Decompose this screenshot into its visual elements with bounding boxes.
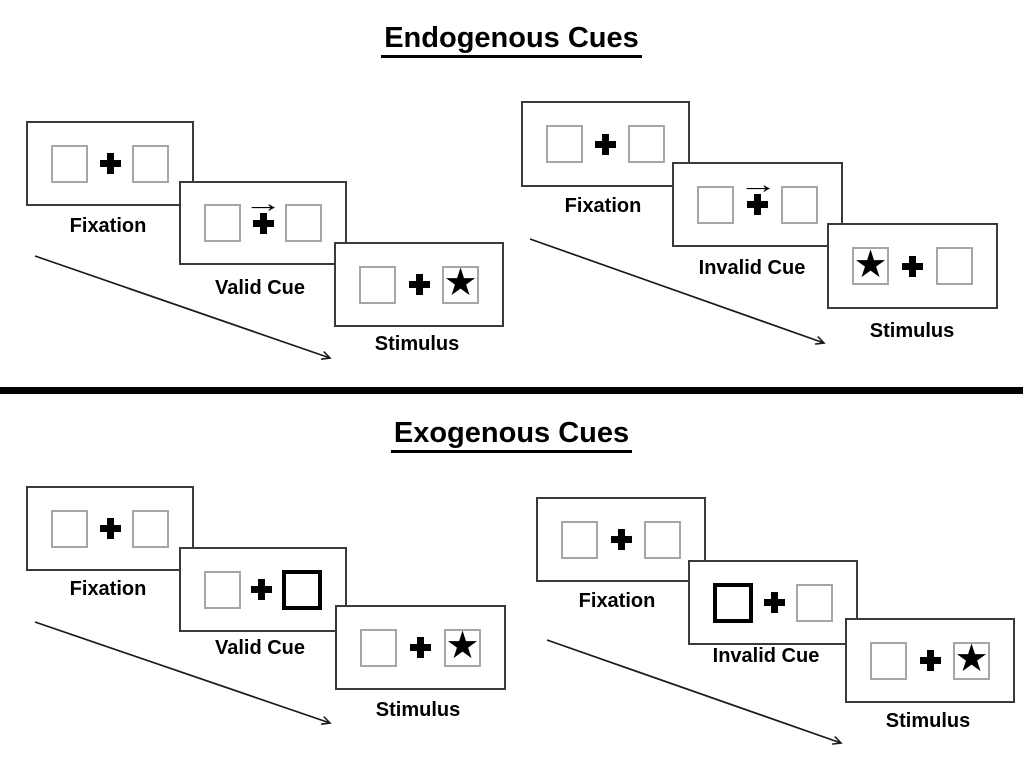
left-box: [51, 144, 88, 183]
right-box: [936, 247, 973, 285]
center-area: [919, 620, 941, 701]
right-box: [781, 185, 818, 224]
right-box: [285, 204, 322, 242]
left-box: [360, 628, 397, 667]
fixation-card: [536, 497, 706, 582]
fixation-card: [26, 486, 194, 571]
fixation-cross-icon: [99, 518, 121, 539]
right-box: ★: [953, 638, 990, 680]
timeline-arrow-exogenous-invalid: [546, 639, 843, 745]
section-title-exogenous: Exogenous Cues: [0, 417, 1023, 453]
invalid-cue-card: [688, 560, 858, 645]
valid-cue-card: [179, 547, 347, 632]
cue-highlight-box: [713, 582, 753, 623]
fixation-cross-icon: [251, 579, 272, 600]
left-box: [204, 204, 241, 242]
left-box: [546, 125, 583, 163]
fixation-cross-icon: [595, 133, 616, 155]
fixation-cross-icon: [410, 637, 431, 658]
card-label-stimulus: Stimulus: [869, 320, 955, 342]
card-label-stimulus: Stimulus: [375, 699, 461, 721]
cue-highlight-box: [282, 569, 322, 610]
right-box: [628, 125, 665, 163]
left-box: [204, 570, 241, 609]
center-area: →: [738, 164, 777, 245]
fixation-cross-icon: [919, 650, 941, 671]
right-box: ★: [442, 262, 479, 304]
fixation-cross-icon: [99, 153, 121, 174]
fixation-cross-icon: [252, 212, 274, 234]
stimulus-card: ★: [334, 242, 504, 327]
center-area: [595, 103, 616, 185]
left-box: ★: [852, 243, 889, 286]
card-label-stimulus: Stimulus: [374, 333, 460, 355]
left-box: [870, 641, 907, 680]
section-title-text: Endogenous Cues: [381, 22, 642, 58]
center-area: →: [244, 183, 283, 263]
section-title-text: Exogenous Cues: [390, 417, 633, 453]
fixation-cross-icon: [747, 194, 768, 215]
stimulus-card: ★: [827, 223, 998, 309]
card-label-fixation: Fixation: [578, 590, 656, 612]
star-stimulus-icon: ★: [443, 262, 478, 304]
right-arrow-cue-icon: →: [738, 169, 777, 199]
valid-cue-card: →: [179, 181, 347, 265]
stimulus-card: ★: [335, 605, 506, 690]
card-label-stimulus: Stimulus: [885, 710, 971, 732]
card-label-invalid-cue: Invalid Cue: [698, 257, 806, 279]
right-box: [644, 520, 681, 559]
left-box: [51, 509, 88, 548]
invalid-cue-card: →: [672, 162, 843, 247]
right-box: [132, 509, 169, 548]
right-box: [796, 583, 833, 622]
fixation-cross-icon: [902, 255, 923, 277]
card-label-fixation: Fixation: [69, 578, 147, 600]
right-box: ★: [444, 625, 481, 667]
right-box: [132, 144, 169, 183]
left-box: [697, 185, 734, 224]
fixation-card: [521, 101, 690, 187]
section-divider: [0, 387, 1023, 394]
center-area: [408, 244, 430, 325]
star-stimulus-icon: ★: [445, 625, 480, 667]
card-label-fixation: Fixation: [69, 215, 147, 237]
timeline-arrow-endogenous-invalid: [529, 238, 826, 345]
section-title-endogenous: Endogenous Cues: [0, 22, 1023, 58]
timeline-arrow-endogenous-valid: [34, 255, 332, 360]
center-area: [99, 123, 121, 204]
card-label-fixation: Fixation: [564, 195, 642, 217]
stimulus-card: ★: [845, 618, 1015, 703]
fixation-card: [26, 121, 194, 206]
timeline-arrow-exogenous-valid: [34, 621, 332, 725]
left-box: [359, 265, 396, 304]
star-stimulus-icon: ★: [853, 243, 888, 286]
star-stimulus-icon: ★: [954, 638, 989, 680]
card-label-valid-cue: Valid Cue: [214, 637, 306, 659]
card-label-invalid-cue: Invalid Cue: [712, 645, 820, 667]
center-area: [764, 562, 785, 643]
center-area: [99, 488, 121, 569]
left-box: [561, 520, 598, 559]
center-area: [410, 607, 431, 688]
card-label-valid-cue: Valid Cue: [214, 277, 306, 299]
center-area: [610, 499, 632, 580]
fixation-cross-icon: [610, 529, 632, 550]
right-arrow-cue-icon: →: [243, 188, 283, 218]
fixation-cross-icon: [764, 592, 785, 613]
fixation-cross-icon: [408, 274, 430, 295]
center-area: [251, 549, 272, 630]
center-area: [902, 225, 923, 307]
